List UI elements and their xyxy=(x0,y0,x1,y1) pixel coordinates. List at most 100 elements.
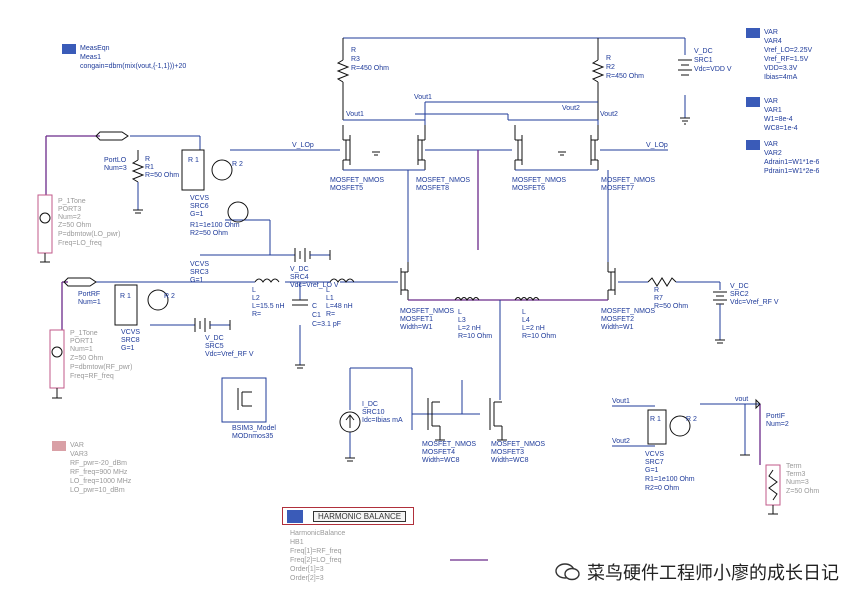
inductor-l2[interactable]: L L2 L=15.5 nH R= xyxy=(252,278,285,318)
port1-p: P=dbmtow(RF_pwr) xyxy=(70,364,132,371)
vcvs-src7[interactable]: R 1 R 2 VCVS SRC7 G=1 R1=1e100 Ohm R2=0 … xyxy=(645,409,697,492)
m5-name: MOSFET5 xyxy=(330,185,363,192)
port3-freq: Freq=LO_freq xyxy=(58,240,102,247)
r7-value: R=50 Ohm xyxy=(654,303,688,310)
harmonic-balance-icon xyxy=(287,510,303,523)
port-if[interactable]: PortIF Num=2 xyxy=(755,398,789,428)
capacitor-c1[interactable]: C C1 C=3.1 pF xyxy=(292,299,341,328)
r7-name: R7 xyxy=(654,295,663,302)
wechat-icon xyxy=(555,563,580,581)
idc-source-src10[interactable]: I_DC SRC10 Idc=Ibias mA xyxy=(339,401,403,433)
resistor-r1[interactable]: R R1 R=50 Ohm xyxy=(131,150,179,214)
var-block-var4[interactable]: VAR VAR4 Vref_LO=2.25V Vref_RF=1.5V VDD=… xyxy=(746,28,813,81)
tone-source-port1[interactable]: P_1Tone PORT1 Num=1 Z=50 Ohm P=dbmtow(RF… xyxy=(49,329,132,399)
hb-line5: Order[1]=3 xyxy=(290,566,324,573)
mosfet5[interactable]: MOSFET_NMOS MOSFET5 xyxy=(330,125,384,192)
var1-name: VAR1 xyxy=(764,107,782,114)
src7-r1: R1=1e100 Ohm xyxy=(645,476,695,483)
m3-name: MOSFET3 xyxy=(491,449,524,456)
inductor-l3[interactable]: L L3 L=2 nH R=10 Ohm xyxy=(454,297,492,341)
portrf-name: PortRF xyxy=(78,291,100,298)
term-term3[interactable]: Term Term3 Num=3 Z=50 Ohm xyxy=(765,463,819,515)
src8-g: G=1 xyxy=(121,345,135,352)
port-rf[interactable]: PortRF Num=1 xyxy=(63,277,101,306)
c1-name: C1 xyxy=(312,312,321,319)
mosfet4[interactable]: MOSFET_NMOS MOSFET4 Width=WC8 xyxy=(422,398,476,464)
src5-value: Vdc=Vref_RF V xyxy=(205,351,254,358)
lower-wiring xyxy=(340,281,648,400)
mosfet1[interactable]: MOSFET_NMOS MOSFET1 Width=W1 xyxy=(400,262,454,331)
inductor-l4[interactable]: L L4 L=2 nH R=10 Ohm xyxy=(514,297,556,341)
hb-line1: HarmonicBalance xyxy=(290,530,345,537)
mosfet8[interactable]: MOSFET_NMOS MOSFET8 xyxy=(416,125,470,192)
src7-r1-pin: R 1 xyxy=(650,416,661,423)
vdc-source-src2[interactable]: V_DC SRC2 Vdc=Vref_RF V xyxy=(713,282,779,344)
l3-value: L=2 nH xyxy=(458,325,481,332)
tone-source-port3[interactable]: P_1Tone PORT3 Num=2 Z=50 Ohm P=dbmtow(LO… xyxy=(37,194,120,263)
var3-line2: RF_freq=900 MHz xyxy=(70,469,128,476)
net-vout1-out: Vout1 xyxy=(612,398,630,405)
vdc-source-src5[interactable]: V_DC SRC5 Vdc=Vref_RF V xyxy=(194,318,254,358)
harmonic-balance-controller[interactable]: HARMONIC BALANCE xyxy=(282,507,414,525)
src2-name: SRC2 xyxy=(730,291,749,298)
l1-name: L1 xyxy=(326,295,334,302)
bias-wiring xyxy=(345,367,480,462)
src1-name: SRC1 xyxy=(694,57,713,64)
m2-type: MOSFET_NMOS xyxy=(601,308,655,315)
quad-wiring: V_LOp V_LOp xyxy=(250,142,668,262)
port1-num: Num=1 xyxy=(70,346,93,353)
port1-freq: Freq=RF_freq xyxy=(70,373,114,380)
mosfet6[interactable]: MOSFET_NMOS MOSFET6 xyxy=(512,125,566,192)
vcvs-src3-src8[interactable]: R 1 R 2 VCVS SRC3 G=1 VCVS SRC8 G=1 xyxy=(114,261,209,352)
src3-type: VCVS xyxy=(190,261,209,268)
src10-value: Idc=Ibias mA xyxy=(362,417,403,424)
net-vout1-left: Vout1 xyxy=(346,111,364,118)
var4-line4: Ibias=4mA xyxy=(764,74,798,81)
port3-name: PORT3 xyxy=(58,206,81,213)
resistor-r2[interactable]: R R2 R=450 Ohm xyxy=(591,38,644,120)
watermark-text: 菜鸟硬件工程师小廖的成长日记 xyxy=(587,563,839,584)
portlo-num: Num=3 xyxy=(104,165,127,172)
var1-title: VAR xyxy=(764,98,778,105)
m3-type: MOSFET_NMOS xyxy=(491,441,545,448)
port-lo[interactable]: PortLO Num=3 xyxy=(95,131,129,172)
measeqn-block[interactable]: MeasEqn Meas1 congain=dbm(mix(vout,{-1,1… xyxy=(62,44,186,70)
r7-type: R xyxy=(654,287,659,294)
src7-r2-pin: R 2 xyxy=(686,416,697,423)
port1-type: P_1Tone xyxy=(70,330,98,337)
src6-name: SRC6 xyxy=(190,203,209,210)
resistor-r7[interactable]: R R7 R=50 Ohm xyxy=(647,277,720,310)
l1-r: R= xyxy=(326,311,335,318)
resistor-r3[interactable]: R R3 R=450 Ohm xyxy=(336,38,389,120)
var-block-var2[interactable]: VAR VAR2 Adrain1=W1*1e-6 Pdrain1=W1*2e-6 xyxy=(746,140,820,175)
mosfet3[interactable]: MOSFET_NMOS MOSFET3 Width=WC8 xyxy=(489,398,545,464)
vdc-source-src4[interactable]: V_DC SRC4 Vdc=Vref_LO V xyxy=(290,248,339,289)
r3-value: R=450 Ohm xyxy=(351,65,389,72)
vcvs-src6[interactable]: R 1 R 2 VCVS SRC6 G=1 R1=1e100 Ohm R2=50… xyxy=(181,149,249,237)
m7-name: MOSFET7 xyxy=(601,185,634,192)
src6-r2: R2=50 Ohm xyxy=(190,230,228,237)
mosfet2[interactable]: MOSFET_NMOS MOSFET2 Width=W1 xyxy=(601,262,655,331)
src8-r1-pin: R 1 xyxy=(120,293,131,300)
m4-type: MOSFET_NMOS xyxy=(422,441,476,448)
var-block-var3[interactable]: VAR VAR3 RF_pwr=-20_dBm RF_freq=900 MHz … xyxy=(52,441,132,494)
hb-line4: Freq[2]=LO_freq xyxy=(290,557,342,564)
measeqn-name: Meas1 xyxy=(80,54,101,61)
portif-num: Num=2 xyxy=(766,421,789,428)
inductor-l1[interactable]: L L1 L=48 nH R= xyxy=(326,278,398,318)
m5-type: MOSFET_NMOS xyxy=(330,177,384,184)
src5-name: SRC5 xyxy=(205,343,224,350)
src4-value: Vdc=Vref_LO V xyxy=(290,282,339,289)
src8-type: VCVS xyxy=(121,329,140,336)
var-block-var1[interactable]: VAR VAR1 W1=8e-4 WC8=1e-4 xyxy=(746,97,798,132)
bsim3-model[interactable]: BSIM3_Model MODnmos35 xyxy=(221,377,276,440)
hb-line3: Freq[1]=RF_freq xyxy=(290,548,342,555)
l1-type: L xyxy=(326,287,330,294)
port3-type: P_1Tone xyxy=(58,198,86,205)
mosfet7[interactable]: MOSFET_NMOS MOSFET7 xyxy=(590,125,655,192)
l3-name: L3 xyxy=(458,317,466,324)
c1-value: C=3.1 pF xyxy=(312,321,341,328)
term-num: Num=3 xyxy=(786,479,809,486)
vdc-source-src1[interactable]: V_DC SRC1 Vdc=VDD V xyxy=(678,48,732,125)
